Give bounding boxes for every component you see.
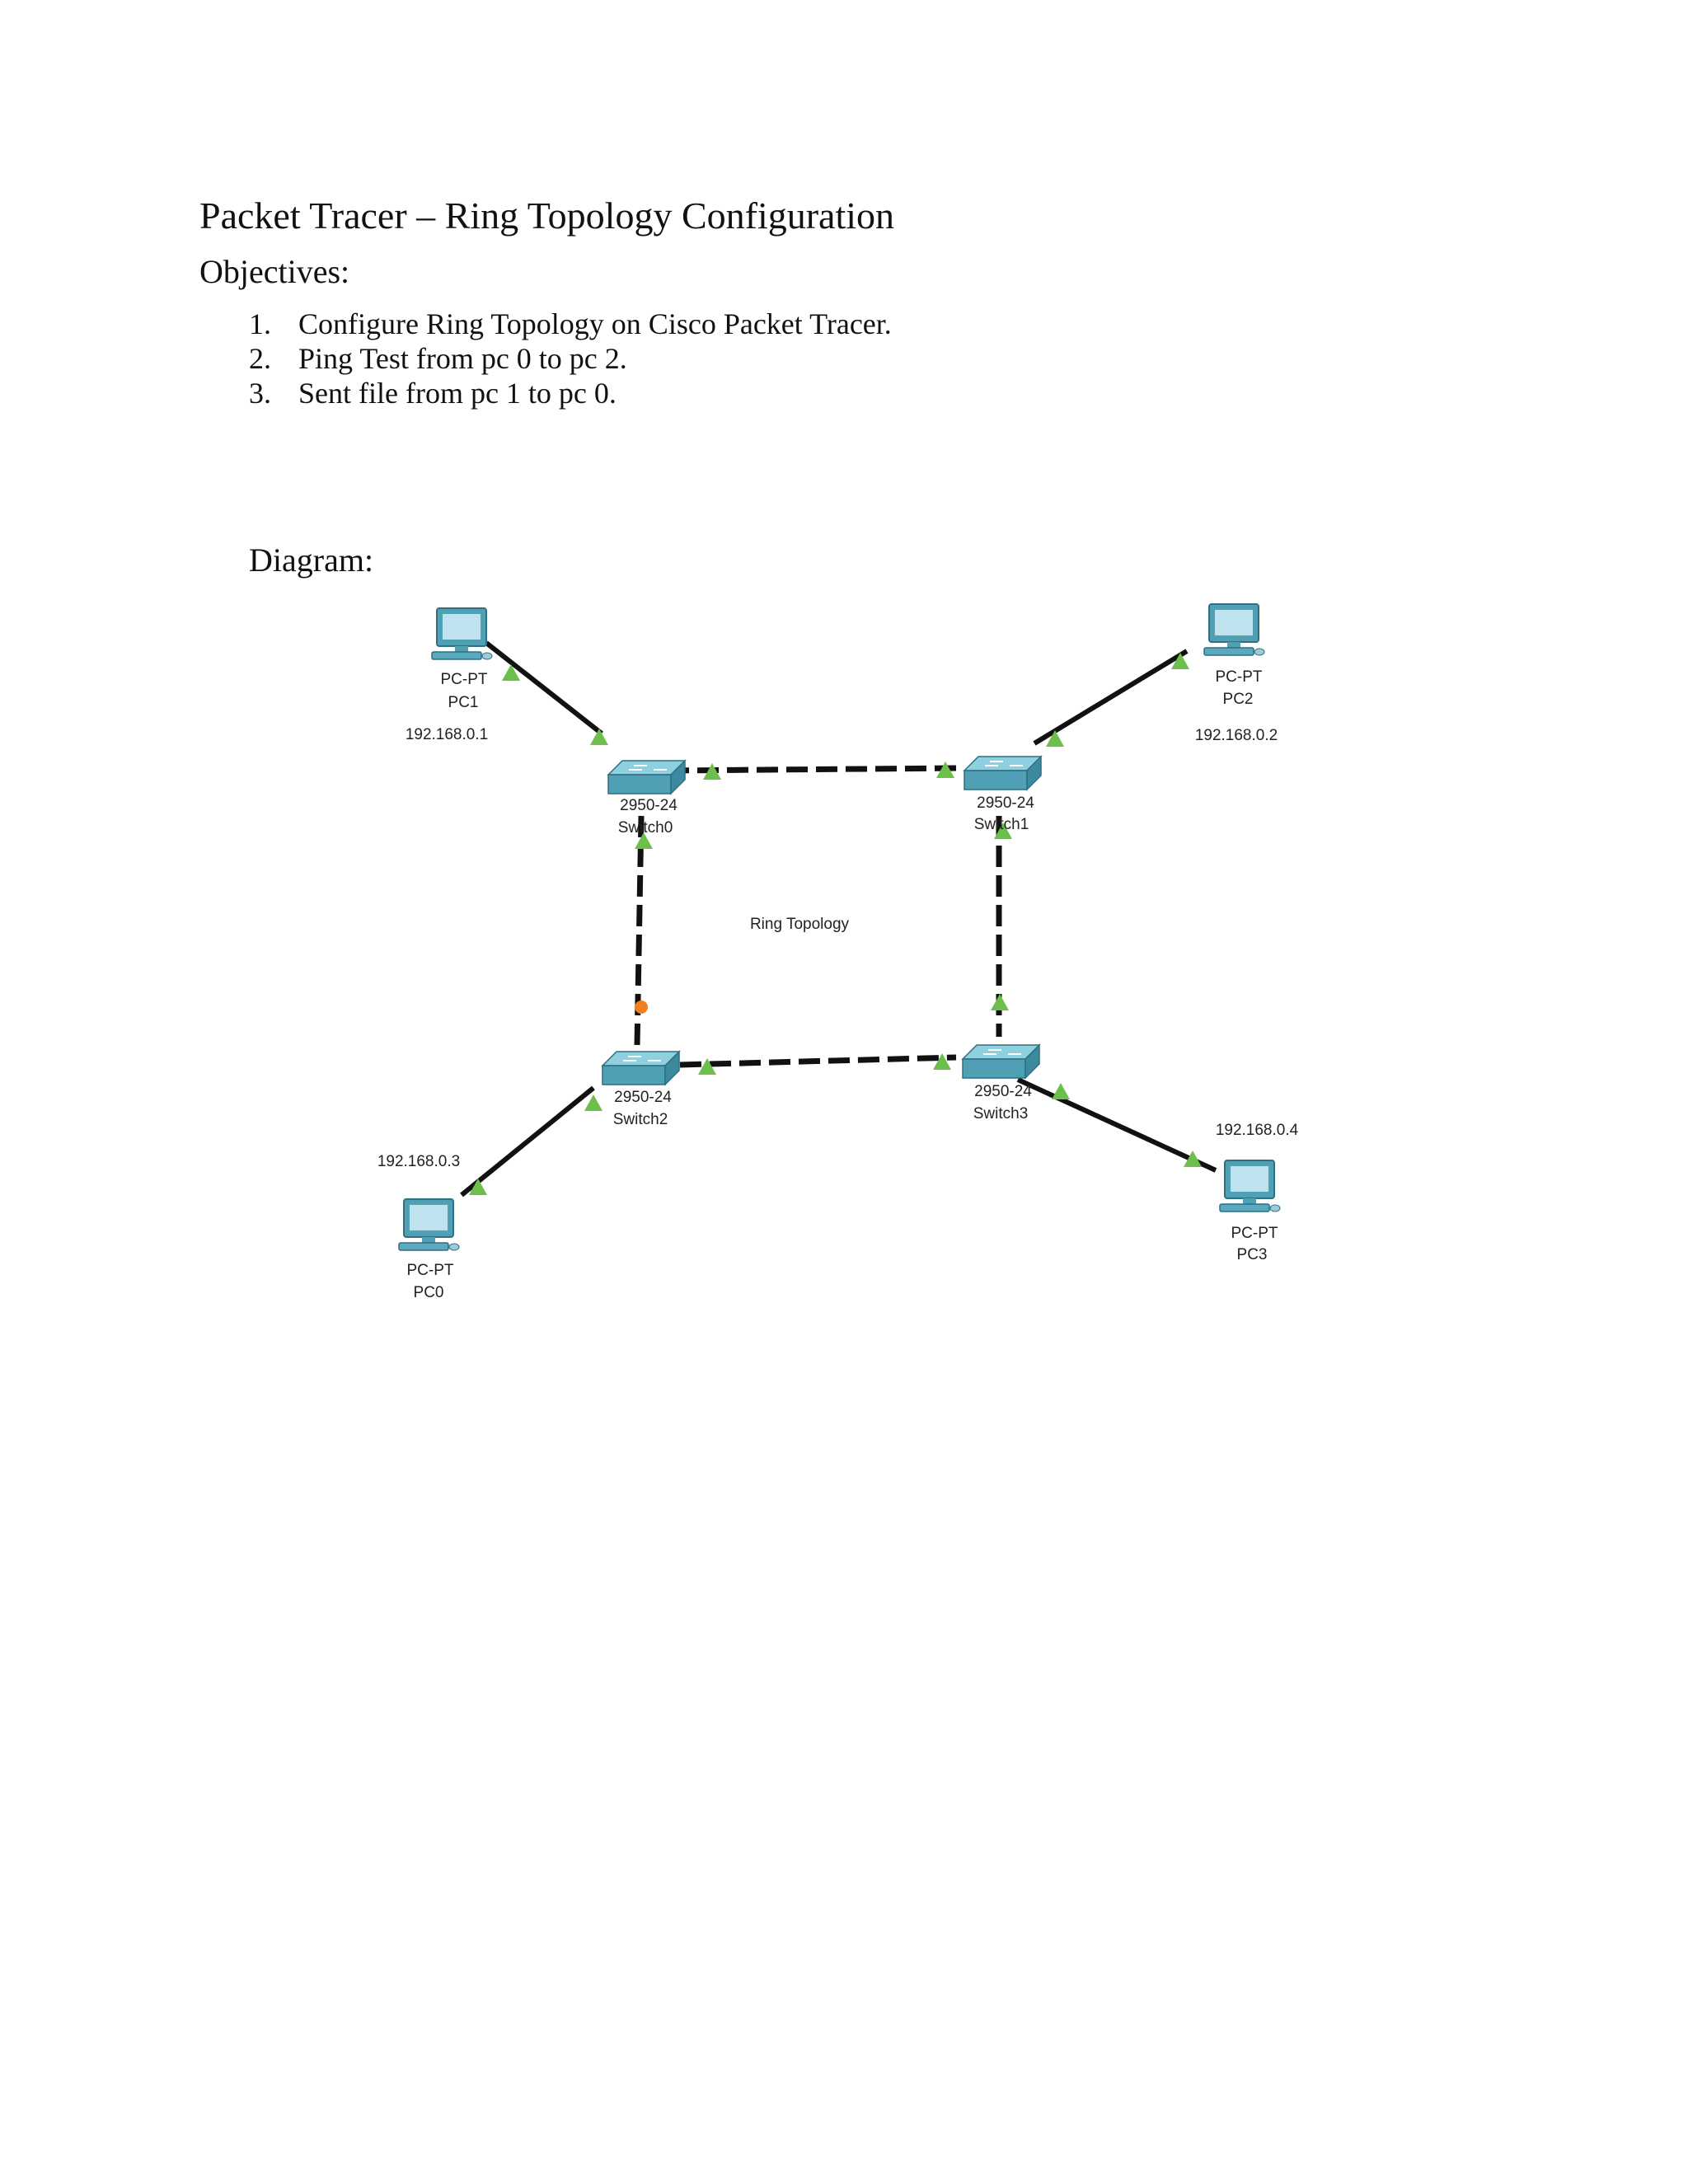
pc2[interactable]: PC-PT PC2 192.168.0.2 xyxy=(1195,603,1278,744)
switch2[interactable]: 2950-24 Switch2 xyxy=(602,1051,680,1128)
pc1-ip: 192.168.0.1 xyxy=(406,726,488,743)
switch3-model: 2950-24 xyxy=(974,1083,1032,1100)
pc0[interactable]: 192.168.0.3 PC-PT PC0 xyxy=(377,1153,460,1301)
objectives-list: 1. Configure Ring Topology on Cisco Packe… xyxy=(249,307,892,410)
objective-item: 3. Sent file from pc 1 to pc 0. xyxy=(249,376,892,410)
topology-label: Ring Topology xyxy=(750,916,850,933)
switch0-name: Switch0 xyxy=(618,819,673,837)
link-up-marker xyxy=(1052,1083,1070,1099)
pc1[interactable]: PC-PT PC1 192.168.0.1 xyxy=(406,607,493,743)
objective-number: 2. xyxy=(249,342,271,375)
switch2-model: 2950-24 xyxy=(614,1089,672,1106)
link-switch2-pc0 xyxy=(460,1085,595,1197)
switch-icon xyxy=(964,756,1042,790)
switch0-model: 2950-24 xyxy=(620,797,678,814)
link-pc1-switch0 xyxy=(485,640,603,736)
pc3[interactable]: 192.168.0.4 PC-PT PC3 xyxy=(1216,1122,1299,1263)
objectives-heading: Objectives: xyxy=(199,253,350,290)
switch1-model: 2950-24 xyxy=(977,794,1034,812)
pc0-ip: 192.168.0.3 xyxy=(377,1153,460,1170)
diagram-heading: Diagram: xyxy=(249,541,374,579)
objective-item: 2. Ping Test from pc 0 to pc 2. xyxy=(249,341,892,376)
switch1-name: Switch1 xyxy=(974,816,1029,833)
switch1[interactable]: 2950-24 Switch1 xyxy=(964,756,1042,833)
switch0[interactable]: 2950-24 Switch0 xyxy=(607,760,686,837)
pc0-name: PC0 xyxy=(414,1284,444,1301)
switch-icon xyxy=(962,1044,1040,1079)
pc3-type: PC-PT xyxy=(1231,1225,1278,1242)
switch3[interactable]: 2950-24 Switch3 xyxy=(962,1044,1040,1122)
pc3-ip: 192.168.0.4 xyxy=(1216,1122,1299,1139)
objective-number: 3. xyxy=(249,377,271,410)
pc-icon xyxy=(1203,603,1265,656)
pc0-type: PC-PT xyxy=(407,1262,454,1279)
objective-text: Ping Test from pc 0 to pc 2. xyxy=(298,342,627,375)
link-switch0-switch1 xyxy=(667,765,961,774)
objective-number: 1. xyxy=(249,307,271,340)
switch3-name: Switch3 xyxy=(973,1105,1029,1122)
link-pc2-switch1 xyxy=(1033,649,1189,746)
pc-icon xyxy=(431,607,493,660)
pc2-ip: 192.168.0.2 xyxy=(1195,727,1278,744)
link-up-marker xyxy=(584,1094,603,1111)
pc1-name: PC1 xyxy=(448,694,479,711)
pc3-name: PC3 xyxy=(1237,1246,1268,1263)
objective-item: 1. Configure Ring Topology on Cisco Packe… xyxy=(249,307,892,341)
pc2-type: PC-PT xyxy=(1216,668,1263,686)
link-up-marker xyxy=(590,729,608,745)
link-switch2-switch3 xyxy=(679,1054,957,1068)
document-title: Packet Tracer – Ring Topology Configurat… xyxy=(199,194,895,237)
objective-text: Configure Ring Topology on Cisco Packet … xyxy=(298,307,892,340)
link-status-markers xyxy=(469,653,1202,1195)
switch2-name: Switch2 xyxy=(613,1111,668,1128)
pc-icon xyxy=(1219,1160,1281,1212)
pc2-name: PC2 xyxy=(1223,691,1254,708)
link-switch3-pc3 xyxy=(1016,1077,1217,1173)
switch-icon xyxy=(602,1051,680,1085)
pc1-type: PC-PT xyxy=(441,671,488,688)
objective-text: Sent file from pc 1 to pc 0. xyxy=(298,377,617,410)
link-up-marker xyxy=(991,994,1009,1010)
switch-icon xyxy=(607,760,686,794)
pc-icon xyxy=(398,1198,460,1251)
link-pending-marker xyxy=(635,1001,648,1014)
